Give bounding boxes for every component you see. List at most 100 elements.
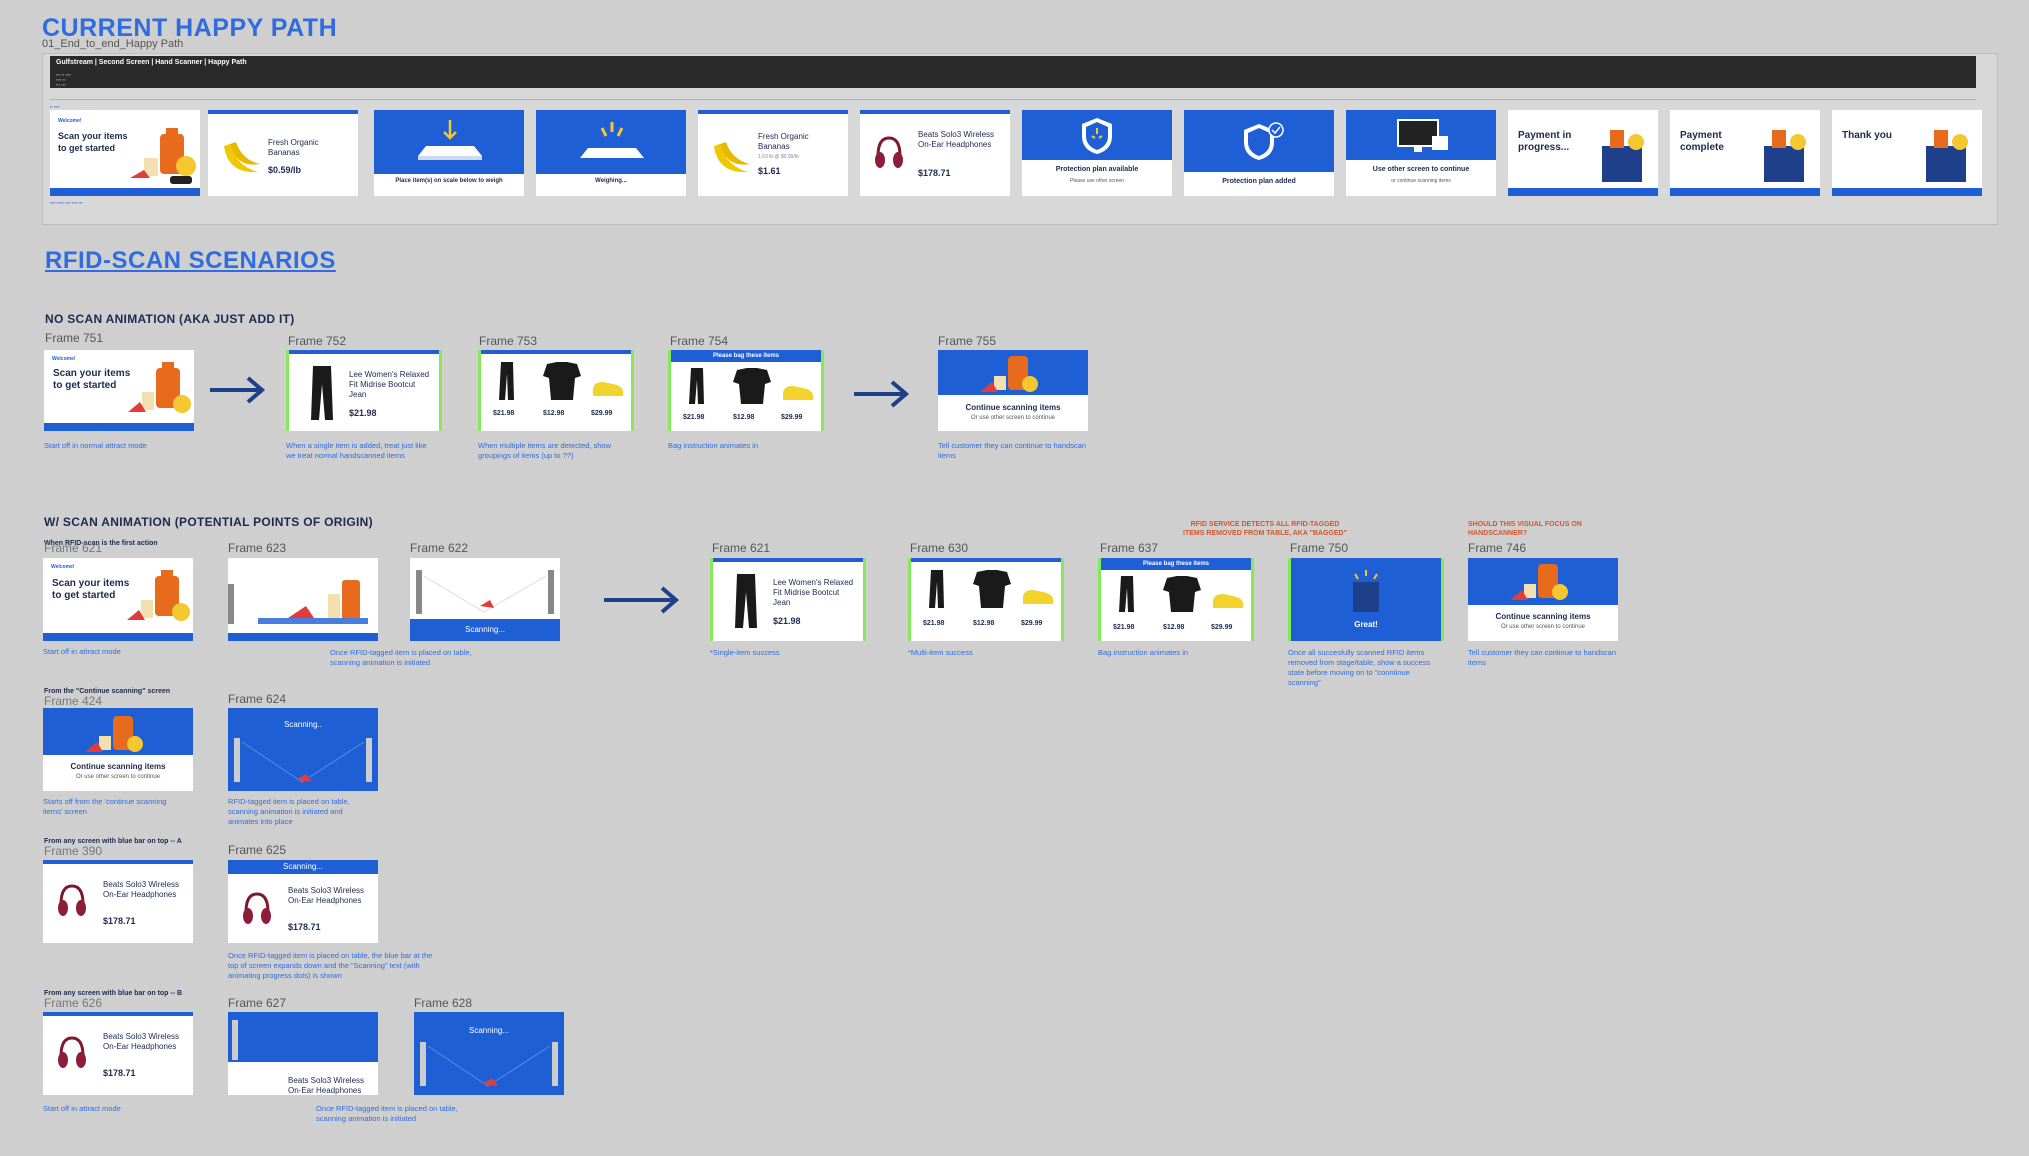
- hp-screen-headphones[interactable]: Beats Solo3 Wireless On-Ear Headphones $…: [860, 110, 1010, 196]
- welcome-badge: Welcome!: [58, 118, 82, 124]
- jeans-icon: [311, 366, 333, 420]
- frame-note: Once all succesfully scanned RFID items …: [1288, 648, 1431, 687]
- screen-title: Payment in progress...: [1518, 130, 1572, 153]
- scanning-status: Scanning...: [410, 619, 560, 641]
- product-price: $0.59/lb: [268, 165, 302, 175]
- frame-637-bag-items[interactable]: Please bag these items $21.98 $12.98 $29…: [1098, 558, 1254, 641]
- item-price: $29.99: [781, 414, 803, 421]
- frame-note: *Multi-item success: [908, 648, 973, 657]
- flow-arrow-icon: [604, 586, 680, 614]
- screen-title: Payment complete: [1680, 130, 1724, 153]
- product-price: $21.98: [773, 616, 801, 626]
- hp-screen-protection-available[interactable]: Protection plan available Please use oth…: [1022, 110, 1172, 196]
- item-price: $12.98: [1163, 624, 1185, 631]
- groceries-icon: [127, 570, 190, 621]
- frame-753-multi-item[interactable]: $21.98 $12.98 $29.99: [478, 350, 634, 431]
- great-text: Great!: [1354, 620, 1378, 629]
- product-name: Fresh Organic Bananas: [758, 132, 809, 151]
- frame-note: Tell customer they can continue to hands…: [938, 441, 1087, 460]
- frame-628-scanning[interactable]: Scanning...: [414, 1012, 564, 1095]
- frame-label: Frame 750: [1290, 541, 1349, 555]
- frame-625-scanning[interactable]: Scanning... Beats Solo3 Wireless On-Ear …: [228, 860, 378, 943]
- headphones-icon: [58, 1036, 86, 1068]
- hp-screen-thank-you[interactable]: Thank you: [1832, 110, 1982, 196]
- frame-755-continue[interactable]: Continue scanning items Or use other scr…: [938, 350, 1088, 431]
- frame-label: Frame 628: [414, 996, 473, 1010]
- shield-check-icon: [1244, 122, 1284, 160]
- jeans-icon: [735, 574, 757, 628]
- shield-icon: [1082, 118, 1112, 154]
- item-price: $29.99: [591, 410, 613, 417]
- scan-beam-icon: [242, 741, 364, 783]
- product-price: $178.71: [918, 168, 951, 178]
- item-price: $21.98: [493, 410, 515, 417]
- continue-sub: Or use other screen to continue: [1500, 624, 1586, 630]
- frame-627-expanding[interactable]: Beats Solo3 Wireless On-Ear Headphones: [228, 1012, 378, 1095]
- bottom-bar: [44, 423, 194, 431]
- bottom-bar: [1832, 188, 1982, 196]
- row-label: From any screen with blue bar on top -- …: [44, 838, 182, 845]
- top-bar: [43, 860, 193, 864]
- hp-screen-bananas[interactable]: Fresh Organic Bananas $0.59/lb: [208, 110, 358, 196]
- banner-meta: ▪▪▪ ▪▪ ▪▪▪▪▪▪▪▪ ▪▪▪▪▪ ▪▪▪: [56, 72, 71, 87]
- hp-screen-protection-added[interactable]: Protection plan added: [1184, 110, 1334, 196]
- item-price: $12.98: [973, 620, 995, 627]
- continue-title: Continue scanning items: [70, 762, 166, 771]
- headphones-icon: [875, 136, 903, 168]
- frame-note: Start off in attract mode: [43, 1104, 121, 1113]
- item-price: $21.98: [683, 414, 705, 421]
- frame-750-great[interactable]: Great!: [1288, 558, 1444, 641]
- hp-screen-use-other-screen[interactable]: Use other screen to continue or continue…: [1346, 110, 1496, 196]
- frame-label: Frame 424: [44, 694, 103, 708]
- frame-621-attract[interactable]: Welcome! Scan your items to get started: [43, 558, 193, 641]
- scan-title: Scan your items to get started: [58, 131, 128, 153]
- continue-sub: Or use other screen to continue: [970, 415, 1056, 421]
- frame-754-bag-items[interactable]: Please bag these items $21.98 $12.98 $29…: [668, 350, 824, 431]
- frame-626-headphones[interactable]: Beats Solo3 Wireless On-Ear Headphones $…: [43, 1012, 193, 1095]
- product-name: Beats Solo3 Wireless On-Ear Headphones: [103, 880, 180, 899]
- multi-items-icon: [689, 368, 813, 404]
- frame-424-continue[interactable]: Continue scanning items Or use other scr…: [43, 708, 193, 791]
- item-price: $29.99: [1211, 624, 1233, 631]
- screen-sub: Please use other screen: [1070, 178, 1124, 184]
- section-subtitle: 01_End_to_end_Happy Path: [42, 38, 184, 50]
- hp-screen-payment-complete[interactable]: Payment complete: [1670, 110, 1820, 196]
- hp-screen-payment-progress[interactable]: Payment in progress...: [1508, 110, 1658, 196]
- item-price: $12.98: [543, 410, 565, 417]
- product-name: Lee Women's Relaxed Fit Midrise Bootcut …: [349, 370, 430, 399]
- bag-instruction-banner: Please bag these items: [671, 350, 821, 362]
- frame-623[interactable]: [228, 558, 378, 641]
- groceries-icon: [128, 362, 191, 413]
- bottom-bar: [1670, 188, 1820, 196]
- hp-screen-scan-start[interactable]: Welcome! Scan your items to get started: [50, 110, 200, 196]
- divider: [50, 99, 1976, 100]
- frame-label: Frame 752: [288, 334, 347, 348]
- frame-624-scanning[interactable]: Scanning..: [228, 708, 378, 791]
- happy-path-banner: Gulfstream | Second Screen | Hand Scanne…: [50, 56, 1976, 88]
- frame-390-headphones[interactable]: Beats Solo3 Wireless On-Ear Headphones $…: [43, 860, 193, 943]
- scan-beam-icon: [428, 1045, 550, 1087]
- frame-621-single-success[interactable]: Lee Women's Relaxed Fit Midrise Bootcut …: [710, 558, 866, 641]
- screen-caption: Use other screen to continue: [1372, 166, 1470, 173]
- frame-label: Frame 625: [228, 843, 287, 857]
- hp-screen-bananas-weighed[interactable]: Fresh Organic Bananas 1.63 lb @ $0.99/lb…: [698, 110, 848, 196]
- frame-note: RFID-tagged item is placed on table, sca…: [228, 797, 350, 826]
- product-name: Beats Solo3 Wireless On-Ear Headphones: [103, 1032, 180, 1051]
- continue-sub: Or use other screen to continue: [75, 774, 161, 780]
- welcome-badge: Welcome!: [52, 356, 76, 362]
- frame-note: Bag instruction animates in: [668, 441, 759, 450]
- frame-622-scanning[interactable]: Scanning...: [410, 558, 560, 641]
- item-price: $21.98: [1113, 624, 1135, 631]
- flow-arrow-icon: [210, 376, 266, 404]
- frame-752-single-item[interactable]: Lee Women's Relaxed Fit Midrise Bootcut …: [286, 350, 442, 431]
- frame-note: Starts off from the 'continue scanning i…: [43, 797, 167, 816]
- hp-screen-place-on-scale[interactable]: Place item(s) on scale below to weigh: [374, 110, 524, 196]
- top-bar: [911, 558, 1061, 562]
- hp-screen-weighing[interactable]: Weighing...: [536, 110, 686, 196]
- top-bar: [208, 110, 358, 114]
- scanning-status: Scanning..: [284, 720, 322, 729]
- frame-746-continue[interactable]: Continue scanning items Or use other scr…: [1468, 558, 1618, 641]
- frame-630-multi-success[interactable]: $21.98 $12.98 $29.99: [908, 558, 1064, 641]
- multi-items-icon: [929, 570, 1053, 608]
- frame-751-attract[interactable]: Welcome! Scan your items to get started: [44, 350, 194, 431]
